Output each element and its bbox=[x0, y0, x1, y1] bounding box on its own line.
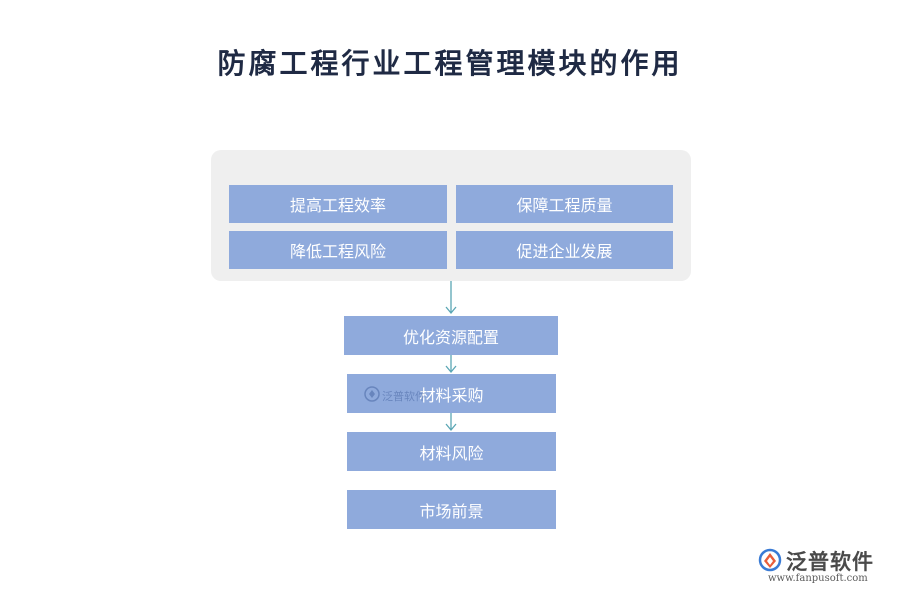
flow-label: 优化资源配置 bbox=[402, 327, 499, 347]
logo-name: 泛普软件 bbox=[786, 550, 874, 574]
page-title: 防腐工程行业工程管理模块的作用 bbox=[217, 47, 683, 80]
logo-url: www.fanpusoft.com bbox=[768, 573, 868, 584]
brand-logo: 泛普软件 www.fanpusoft.com bbox=[758, 546, 888, 586]
benefit-label: 提高工程效率 bbox=[289, 196, 386, 215]
flow-box-market-prospect: 市场前景 bbox=[347, 490, 556, 529]
flow-label: 材料采购 bbox=[419, 385, 484, 405]
watermark-text: 泛普软件 bbox=[382, 390, 426, 403]
arrow-down-icon bbox=[445, 355, 457, 374]
arrow-down-icon bbox=[445, 281, 457, 315]
flow-label: 材料风险 bbox=[419, 443, 484, 463]
benefit-label: 保障工程质量 bbox=[516, 196, 613, 215]
benefit-box-efficiency: 提高工程效率 bbox=[229, 185, 447, 223]
benefit-box-quality: 保障工程质量 bbox=[456, 185, 673, 223]
fanpu-logo-icon bbox=[758, 548, 782, 572]
flow-box-material-procurement: 材料采购 bbox=[347, 374, 556, 413]
benefit-label: 降低工程风险 bbox=[289, 242, 386, 261]
watermark: 泛普软件 bbox=[364, 386, 426, 406]
benefit-box-development: 促进企业发展 bbox=[456, 231, 673, 269]
benefit-label: 促进企业发展 bbox=[516, 242, 613, 261]
arrow-down-icon bbox=[445, 413, 457, 432]
flow-box-resource-allocation: 优化资源配置 bbox=[344, 316, 558, 355]
watermark-logo-icon bbox=[364, 386, 380, 402]
benefit-box-risk: 降低工程风险 bbox=[229, 231, 447, 269]
flow-label: 市场前景 bbox=[419, 501, 484, 521]
flow-box-material-risk: 材料风险 bbox=[347, 432, 556, 471]
